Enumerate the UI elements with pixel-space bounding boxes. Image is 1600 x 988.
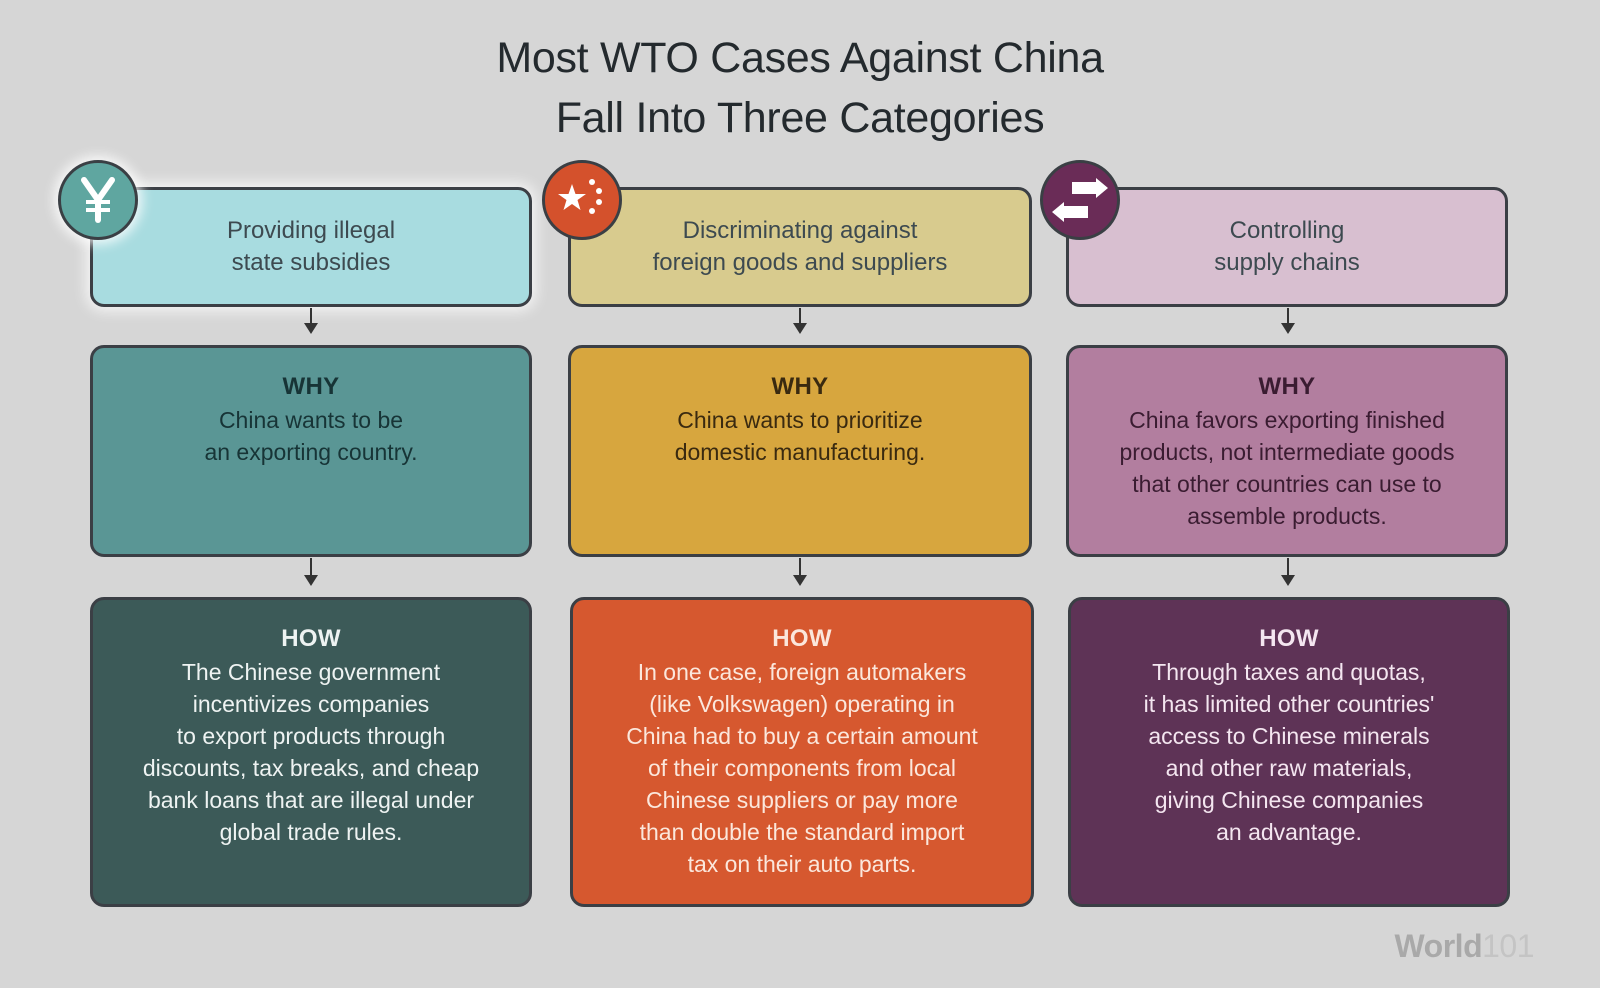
china-flag-icon bbox=[542, 160, 622, 240]
why-line: China wants to prioritize bbox=[677, 407, 923, 433]
how-line: Through taxes and quotas, bbox=[1152, 659, 1426, 685]
title-line-2: Fall Into Three Categories bbox=[555, 94, 1045, 142]
why-heading: WHY bbox=[771, 373, 829, 400]
why-line: that other countries can use to bbox=[1132, 471, 1442, 497]
why-box: WHY China wants to prioritize domestic m… bbox=[568, 345, 1032, 557]
how-heading: HOW bbox=[281, 625, 341, 652]
flow-arrow bbox=[793, 308, 807, 334]
how-line: of their components from local bbox=[647, 755, 957, 781]
category-line: foreign goods and suppliers bbox=[652, 249, 948, 276]
how-line: China had to buy a certain amount bbox=[626, 723, 978, 749]
category-line: state subsidies bbox=[231, 249, 391, 276]
how-line: than double the standard import bbox=[639, 819, 965, 845]
how-box: HOW Through taxes and quotas, it has lim… bbox=[1068, 597, 1510, 907]
how-line: In one case, foreign automakers bbox=[637, 659, 967, 685]
flow-arrow bbox=[793, 558, 807, 586]
category-line: supply chains bbox=[1214, 249, 1360, 276]
why-box: WHY China favors exporting finished prod… bbox=[1066, 345, 1508, 557]
category-line: Controlling bbox=[1229, 217, 1345, 244]
how-line: bank loans that are illegal under bbox=[147, 787, 475, 813]
category-line: Discriminating against bbox=[682, 217, 918, 244]
why-line: China wants to be bbox=[218, 407, 404, 433]
yen-icon bbox=[58, 160, 138, 240]
logo-main: World bbox=[1394, 928, 1483, 964]
why-heading: WHY bbox=[1258, 373, 1316, 400]
why-box: WHY China wants to be an exporting count… bbox=[90, 345, 532, 557]
title-line-1: Most WTO Cases Against China bbox=[496, 34, 1104, 82]
why-line: domestic manufacturing. bbox=[674, 439, 926, 465]
why-heading: WHY bbox=[282, 373, 340, 400]
how-line: an advantage. bbox=[1216, 819, 1362, 845]
why-line: products, not intermediate goods bbox=[1119, 439, 1455, 465]
how-line: to export products through bbox=[176, 723, 446, 749]
supply-chain-arrows-icon bbox=[1040, 160, 1120, 240]
how-heading: HOW bbox=[772, 625, 832, 652]
how-line: (like Volkswagen) operating in bbox=[649, 691, 955, 717]
world101-logo: World101 bbox=[1394, 928, 1535, 965]
why-line: assemble products. bbox=[1187, 503, 1387, 529]
how-line: tax on their auto parts. bbox=[687, 851, 917, 877]
how-line: discounts, tax breaks, and cheap bbox=[142, 755, 480, 781]
category-box: Providing illegal state subsidies bbox=[90, 187, 532, 307]
how-line: and other raw materials, bbox=[1165, 755, 1413, 781]
how-box: HOW In one case, foreign automakers (lik… bbox=[570, 597, 1034, 907]
how-line: it has limited other countries' bbox=[1143, 691, 1435, 717]
how-line: incentivizes companies bbox=[192, 691, 430, 717]
logo-suffix: 101 bbox=[1482, 928, 1534, 964]
category-box: Discriminating against foreign goods and… bbox=[568, 187, 1032, 307]
diagram-title: Most WTO Cases Against China Fall Into T… bbox=[0, 28, 1600, 148]
how-line: giving Chinese companies bbox=[1154, 787, 1424, 813]
flow-arrow bbox=[304, 558, 318, 586]
how-line: access to Chinese minerals bbox=[1148, 723, 1430, 749]
flow-arrow bbox=[1281, 558, 1295, 586]
how-line: global trade rules. bbox=[219, 819, 403, 845]
why-line: an exporting country. bbox=[204, 439, 418, 465]
how-line: Chinese suppliers or pay more bbox=[646, 787, 958, 813]
how-heading: HOW bbox=[1259, 625, 1319, 652]
category-line: Providing illegal bbox=[226, 217, 396, 244]
why-line: China favors exporting finished bbox=[1129, 407, 1445, 433]
flow-arrow bbox=[304, 308, 318, 334]
flow-arrow bbox=[1281, 308, 1295, 334]
how-box: HOW The Chinese government incentivizes … bbox=[90, 597, 532, 907]
category-box: Controlling supply chains bbox=[1066, 187, 1508, 307]
how-line: The Chinese government bbox=[181, 659, 441, 685]
